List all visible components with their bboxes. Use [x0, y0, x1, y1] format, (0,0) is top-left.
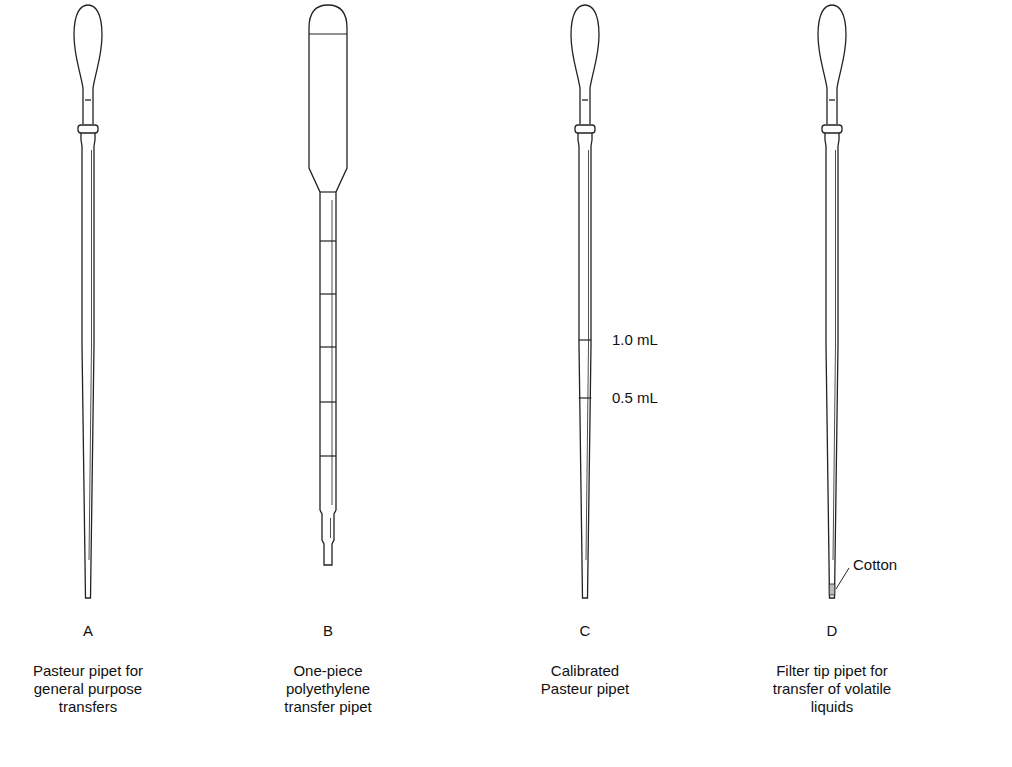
- figure-letter: D: [812, 622, 852, 640]
- bulb-collar: [822, 125, 842, 133]
- glass-tube: [825, 133, 839, 598]
- graduation-mark: [320, 401, 336, 402]
- graduation-mark: [320, 293, 336, 294]
- graduation-mark: [320, 346, 336, 347]
- bulb-mark: [829, 99, 835, 100]
- glass-highlight: [89, 150, 92, 560]
- rubber-bulb: [818, 5, 846, 124]
- pasteur-pipet: [818, 5, 846, 598]
- calibration-mark: [579, 397, 592, 398]
- bulb-line: [309, 33, 347, 34]
- graduation-mark: [320, 455, 336, 456]
- caption: Filter tip pipet for transfer of volatil…: [772, 662, 892, 716]
- glass-tube: [578, 133, 592, 598]
- leader-line: [836, 568, 849, 589]
- rubber-bulb: [74, 5, 102, 124]
- caption: Pasteur pipet for general purpose transf…: [18, 662, 158, 716]
- bulb-collar: [78, 125, 98, 133]
- rubber-bulb: [571, 5, 599, 124]
- figure-letter: A: [68, 622, 108, 640]
- glass-highlight: [586, 150, 589, 560]
- cotton-plug: [829, 584, 835, 595]
- pipet-body: [309, 5, 347, 565]
- graduation-mark: [320, 191, 336, 192]
- caption: One-piece polyethylene transfer pipet: [263, 662, 393, 716]
- body-highlight: [331, 200, 333, 538]
- volume-mark: 0.5 mL: [612, 389, 692, 407]
- graduation-mark: [320, 240, 336, 241]
- calibration-mark: [579, 339, 592, 340]
- polyethylene-pipet: [309, 5, 347, 565]
- pasteur-pipet: [74, 5, 102, 598]
- bulb-collar: [575, 125, 595, 133]
- part-name: Cotton: [853, 556, 933, 574]
- figure-letter: B: [308, 622, 348, 640]
- glass-tube: [81, 133, 95, 598]
- volume-mark: 1.0 mL: [612, 331, 692, 349]
- figure-letter: C: [565, 622, 605, 640]
- bulb-mark: [582, 99, 588, 100]
- glass-highlight: [833, 150, 836, 560]
- pasteur-pipet: [571, 5, 599, 598]
- caption: Calibrated Pasteur pipet: [530, 662, 640, 698]
- bulb-mark: [85, 99, 91, 100]
